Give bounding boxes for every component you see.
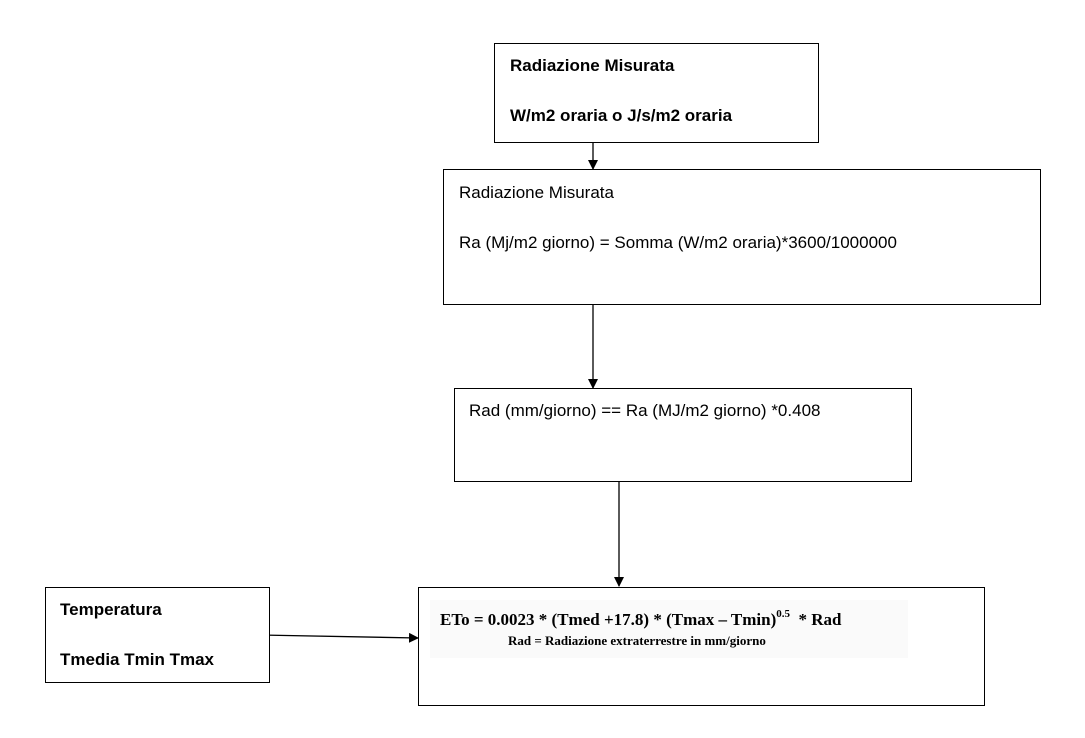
measured-radiation-title: Radiazione Misurata — [510, 56, 675, 75]
daily-radiation-title: Radiazione Misurata — [459, 183, 614, 202]
daily-radiation-formula: Ra (Mj/m2 giorno) = Somma (W/m2 oraria)*… — [459, 233, 897, 252]
temperature-variables: Tmedia Tmin Tmax — [60, 650, 214, 669]
rad-mm-formula: Rad (mm/giorno) == Ra (MJ/m2 giorno) *0.… — [469, 401, 821, 420]
rad-mm-box: Rad (mm/giorno) == Ra (MJ/m2 giorno) *0.… — [454, 388, 912, 482]
temperature-box: Temperatura Tmedia Tmin Tmax — [45, 587, 270, 683]
arrow-box4-to-box5 — [259, 632, 419, 643]
eto-formula-exponent: 0.5 — [776, 608, 791, 620]
eto-formula-tail: * Rad — [790, 610, 842, 629]
temperature-title: Temperatura — [60, 600, 162, 619]
eto-formula-note: Rad = Radiazione extraterrestre in mm/gi… — [508, 633, 766, 648]
daily-radiation-box: Radiazione Misurata Ra (Mj/m2 giorno) = … — [443, 169, 1041, 305]
eto-formula: ETo = 0.0023 * (Tmed +17.8) * (Tmax – Tm… — [440, 608, 842, 630]
measured-radiation-box: Radiazione Misurata W/m2 oraria o J/s/m2… — [494, 43, 819, 143]
eto-formula-main: ETo = 0.0023 * (Tmed +17.8) * (Tmax – Tm… — [440, 610, 777, 629]
measured-radiation-units: W/m2 oraria o J/s/m2 oraria — [510, 106, 733, 125]
formula-image-area — [430, 600, 908, 658]
